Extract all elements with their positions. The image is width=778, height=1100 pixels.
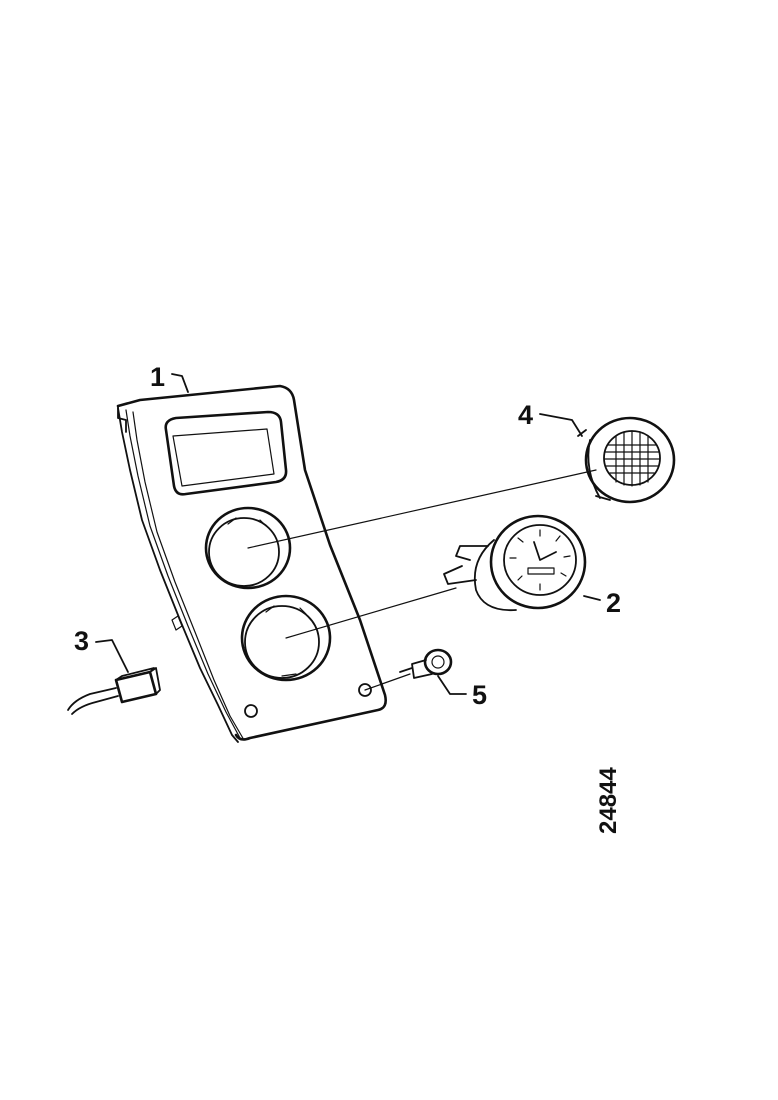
leader-lines: [95, 373, 601, 695]
assembly-lines: [247, 469, 597, 691]
instrument-panel: [116, 384, 387, 743]
callout-2: 2: [606, 588, 621, 618]
callout-5: 5: [472, 680, 487, 710]
callout-3: 3: [74, 626, 89, 656]
speaker-grille: [577, 416, 676, 504]
connector-plug: [67, 667, 161, 715]
gauge-clock: [443, 514, 587, 612]
callout-1: 1: [150, 362, 165, 392]
callout-4: 4: [518, 400, 533, 430]
bulb-holder: [399, 648, 453, 679]
drawing-reference-number: 24844: [595, 767, 622, 834]
